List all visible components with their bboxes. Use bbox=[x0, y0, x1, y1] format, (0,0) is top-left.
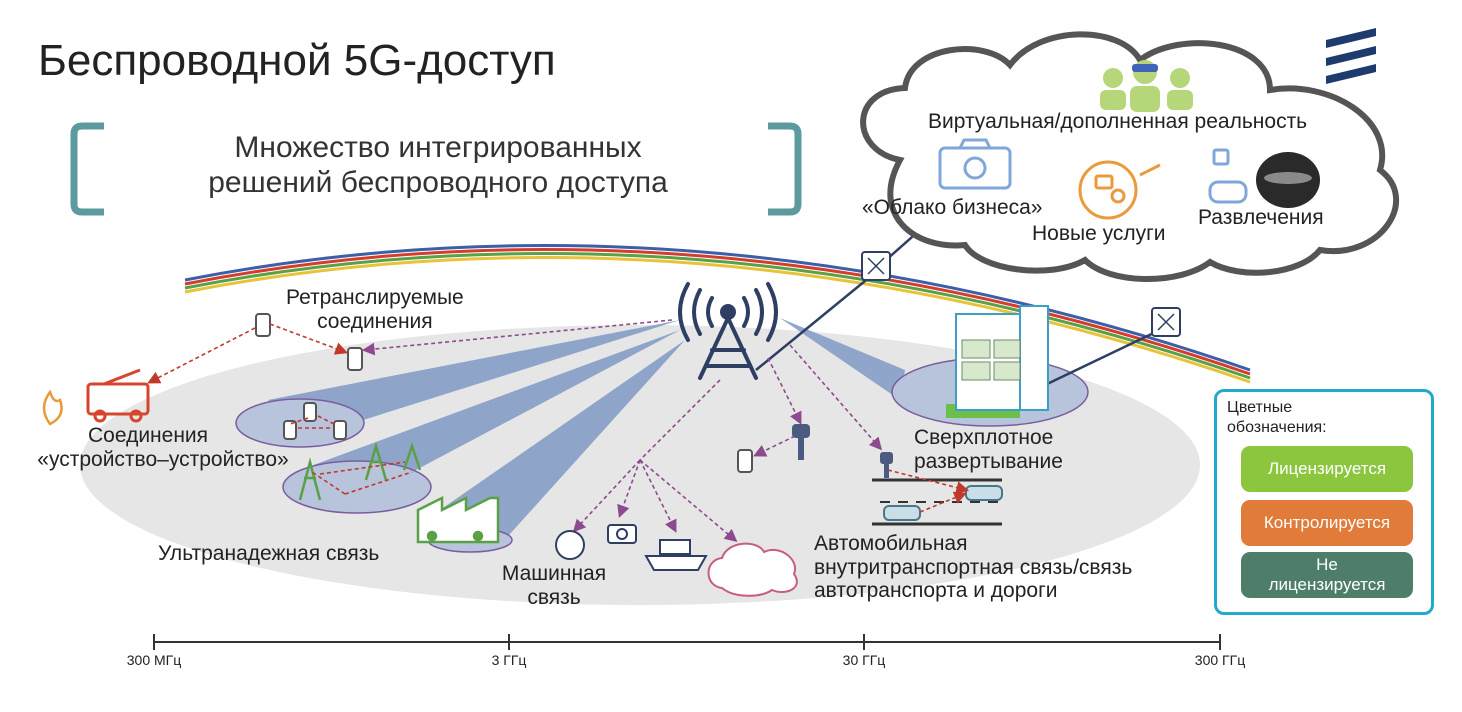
service-cloud bbox=[860, 31, 1400, 282]
axis-tick-label: 30 ГГц bbox=[842, 652, 886, 668]
dense-label-line: Сверхплотное bbox=[914, 426, 1054, 449]
entertainment-device-icon bbox=[1256, 152, 1320, 208]
d2d-label-line: Соединения bbox=[88, 424, 209, 447]
dense-label-line: развертывание bbox=[914, 449, 1063, 473]
business-cloud-label: «Облако бизнеса» bbox=[862, 196, 1043, 219]
building-icon bbox=[946, 305, 1049, 418]
entertainment-label: Развлечения bbox=[1198, 206, 1324, 229]
axis-tick-label: 3 ГГц bbox=[491, 652, 527, 668]
legend-unlicensed-line: Не bbox=[1316, 554, 1338, 574]
d2d-label-line: «устройство–устройство» bbox=[37, 447, 289, 471]
automotive-label-line: Автомобильная bbox=[814, 532, 968, 555]
dense-label: Сверхплотное развертывание bbox=[914, 426, 1063, 473]
switch-node-icon bbox=[861, 251, 891, 281]
v2x-links bbox=[887, 469, 970, 513]
road-icon bbox=[872, 478, 1002, 526]
machine-label-line: связь bbox=[527, 585, 581, 609]
spectrum-arc bbox=[184, 244, 1251, 384]
legend-title: Цветные обозначения: bbox=[1227, 398, 1327, 438]
relay-links bbox=[147, 323, 348, 429]
machine-label: Машинная связь bbox=[486, 562, 622, 609]
camera-icon bbox=[607, 524, 637, 544]
automotive-label-line: автотранспорта и дороги bbox=[814, 579, 1058, 603]
d2d-links bbox=[311, 461, 413, 495]
subtitle-brackets bbox=[70, 122, 802, 216]
meter-icon bbox=[555, 530, 585, 560]
flame-icon bbox=[42, 389, 63, 426]
phone-icon bbox=[255, 313, 753, 473]
ship-icon bbox=[644, 539, 708, 571]
legend-controlled: Контролируется bbox=[1241, 500, 1413, 546]
business-cloud-icon bbox=[938, 138, 1012, 190]
new-services-icon bbox=[1078, 160, 1161, 220]
relay-label: Ретранслируемые соединения bbox=[286, 286, 464, 333]
relay-label-line: Ретранслируемые bbox=[286, 286, 464, 309]
factory-icon bbox=[416, 495, 500, 544]
sensor-cloud-icon bbox=[707, 542, 798, 597]
new-services-label: Новые услуги bbox=[1032, 222, 1166, 245]
vr-users-icon bbox=[1100, 60, 1193, 112]
fire-truck-icon bbox=[86, 368, 150, 423]
power-line-icon bbox=[298, 441, 422, 501]
axis-tick-label: 300 ГГц bbox=[1194, 652, 1246, 668]
legend-unlicensed-line: лицензируется bbox=[1268, 575, 1386, 594]
color-legend: Цветные обозначения: Лицензируется Контр… bbox=[1214, 389, 1434, 615]
legend-licensed: Лицензируется bbox=[1241, 446, 1413, 492]
game-controller-icon bbox=[1208, 148, 1248, 204]
ultra-reliable-label: Ультранадежная связь bbox=[158, 542, 380, 565]
legend-title-line: обозначения: bbox=[1227, 419, 1327, 436]
d2d-label: Соединения «устройство–устройство» bbox=[10, 424, 316, 471]
relay-label-line: соединения bbox=[317, 309, 433, 333]
tower-links bbox=[361, 319, 883, 543]
legend-title-line: Цветные bbox=[1227, 399, 1293, 416]
legend-unlicensed: Не лицензируется bbox=[1241, 552, 1413, 598]
automotive-label: Автомобильная внутритранспортная связь/с… bbox=[814, 532, 1132, 603]
machine-label-line: Машинная bbox=[501, 562, 607, 585]
vr-label: Виртуальная/дополненная реальность bbox=[928, 110, 1308, 133]
brand-logo-icon bbox=[1326, 28, 1376, 84]
sensor-pole-icon bbox=[792, 424, 893, 478]
switch-node-icon bbox=[1151, 307, 1181, 337]
page-title: Беспроводной 5G-доступ bbox=[38, 36, 556, 85]
subtitle-line: решений беспроводного доступа bbox=[208, 166, 668, 200]
subtitle: Множество интегрированных решений беспро… bbox=[120, 130, 756, 201]
axis-tick-label: 300 МГц bbox=[126, 652, 182, 668]
cell-tower-icon bbox=[678, 282, 778, 380]
car-icon bbox=[883, 485, 1003, 521]
subtitle-line: Множество интегрированных bbox=[234, 131, 642, 164]
radio-beams bbox=[268, 318, 905, 545]
frequency-axis bbox=[153, 634, 1221, 650]
automotive-label-line: внутритранспортная связь/связь bbox=[814, 555, 1133, 579]
